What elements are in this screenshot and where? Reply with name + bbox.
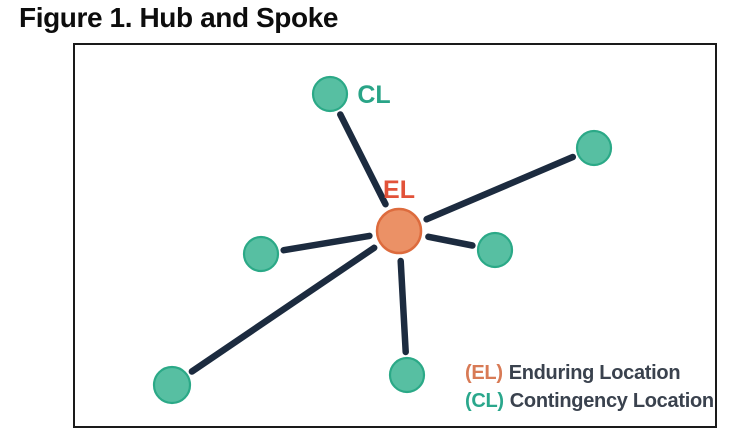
node-cl-left[interactable] (242, 235, 280, 273)
node-label-cl-top: CL (357, 81, 390, 109)
figure-title: Figure 1. Hub and Spoke (19, 2, 339, 33)
spoke-line-cl-left (280, 232, 373, 254)
node-cl-right[interactable] (476, 231, 514, 269)
node-cl-top[interactable] (311, 75, 349, 113)
diagram-box: CL EL (EL)Enduring Location (CL)Contingen… (73, 43, 717, 428)
node-cl-bottom-center[interactable] (388, 356, 426, 394)
spoke-line-cl-upper-right (423, 153, 577, 223)
node-el-hub[interactable] (375, 207, 423, 255)
spoke-line-cl-bottom-left (188, 244, 378, 375)
spoke-line-cl-top (337, 111, 389, 208)
node-cl-bottom-left[interactable] (152, 365, 192, 405)
node-label-el: EL (383, 176, 415, 204)
legend-row-enduring-location: (EL)Enduring Location (465, 359, 714, 387)
legend-cl-abbr: (CL) (465, 390, 504, 412)
legend-cl-text: Contingency Location (509, 390, 714, 412)
legend-el-text: Enduring Location (508, 362, 681, 384)
legend-row-contingency-location: (CL)Contingency Location (465, 387, 714, 415)
legend: (EL)Enduring Location (CL)Contingency Lo… (465, 359, 714, 415)
spoke-line-cl-bottom-center (397, 257, 409, 356)
hub-spoke-diagram: CL EL (152, 75, 613, 405)
spoke-line-cl-right (425, 233, 476, 249)
legend-el-abbr: (EL) (465, 362, 503, 384)
node-cl-upper-right[interactable] (575, 129, 613, 167)
